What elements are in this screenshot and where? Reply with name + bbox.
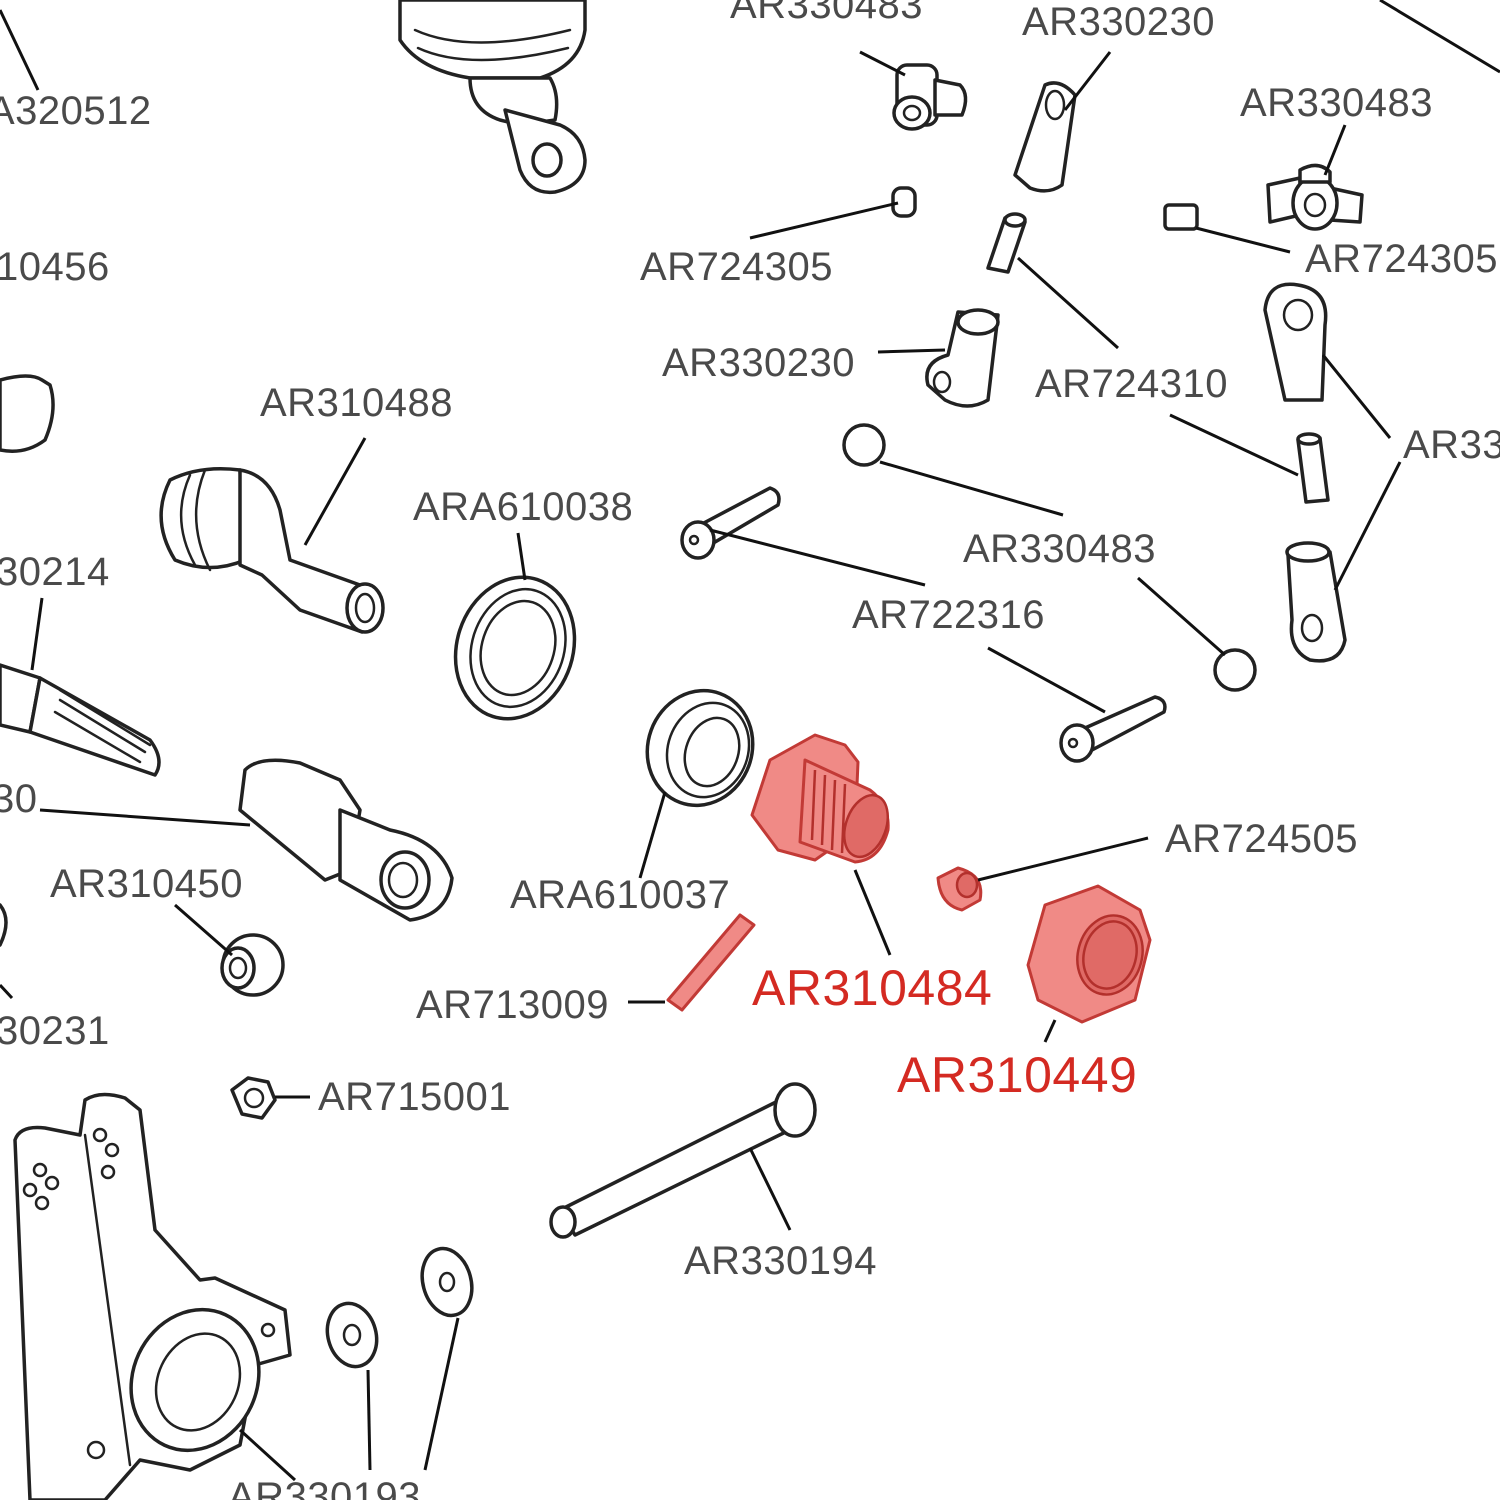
ball-left-part [220, 933, 285, 997]
label-ar310450: AR310450 [50, 862, 243, 906]
drive-pin-highlighted-part [666, 913, 756, 1012]
shock-rod-end-part [398, 0, 587, 195]
label-ar330230-mid: AR330230 [662, 341, 855, 385]
hex-hub-highlighted-part [750, 733, 890, 864]
label-ar310449-highlighted: AR310449 [897, 1047, 1137, 1103]
ball-stud-right-part [1266, 163, 1364, 231]
label-ar330483-right: AR330483 [1240, 81, 1433, 125]
label-ar722316: AR722316 [852, 593, 1045, 637]
label-ar715001: AR715001 [318, 1075, 511, 1119]
screw-upper-part [680, 486, 781, 560]
label-ar330193: AR330193 [228, 1475, 421, 1500]
ball-mid-part [842, 423, 886, 467]
ball-stud-top-part [892, 63, 968, 131]
set-screw-part [891, 186, 917, 218]
label-ar330214: 30214 [0, 550, 110, 594]
rod-end-top-part [1013, 81, 1077, 193]
nut-small-part [230, 1076, 277, 1120]
label-ar724505: AR724505 [1165, 817, 1358, 861]
label-ara610038: ARA610038 [413, 485, 633, 529]
label-ar310488: AR310488 [260, 381, 453, 425]
label-ar330230-top: AR330230 [1022, 0, 1215, 44]
steering-knuckle-part [13, 1092, 292, 1500]
washer-left-part [325, 1301, 379, 1369]
wheel-nut-highlighted-part [1026, 884, 1152, 1024]
label-ara610037: ARA610037 [510, 873, 730, 917]
bushing-left-part [0, 374, 55, 453]
pin-upper-part [986, 212, 1027, 274]
label-ar330483-top: AR330483 [730, 0, 923, 27]
rod-end-left-part [238, 758, 454, 922]
edge-part-left-mid [0, 903, 8, 947]
label-ar713009: AR713009 [416, 983, 609, 1027]
label-ar724310: AR724310 [1035, 362, 1228, 406]
washer-right-part [420, 1246, 474, 1318]
set-screw-right-part [1163, 203, 1199, 231]
pin-right-part [1296, 432, 1330, 504]
label-ar330483-mid: AR330483 [963, 527, 1156, 571]
bearing-small-part [645, 688, 755, 808]
label-ar330231: 30231 [0, 1009, 110, 1053]
label-ar330194: AR330194 [684, 1239, 877, 1283]
rod-end-right-upper-part [1263, 282, 1328, 402]
label-ar320512: A320512 [0, 89, 152, 133]
label-ar724305-mid: AR724305 [640, 245, 833, 289]
label-ar33-right: AR33 [1403, 423, 1500, 467]
hinge-pin-part [549, 1082, 817, 1239]
ball-lower-right-part [1213, 648, 1257, 692]
label-ar724305-right: AR724305 [1305, 237, 1498, 281]
outdrive-part [159, 467, 385, 634]
rod-end-mid-part [925, 308, 1000, 408]
label-ar30-left: 30 [0, 777, 38, 821]
spacer-highlighted-part [936, 866, 983, 912]
label-ar310484-highlighted: AR310484 [752, 960, 992, 1016]
screw-lower-part [1059, 695, 1167, 763]
turnbuckle-part [0, 663, 161, 777]
label-ar310456: 10456 [0, 245, 110, 289]
rod-end-right-lower-part [1285, 541, 1347, 663]
bearing-large-part [453, 575, 577, 721]
